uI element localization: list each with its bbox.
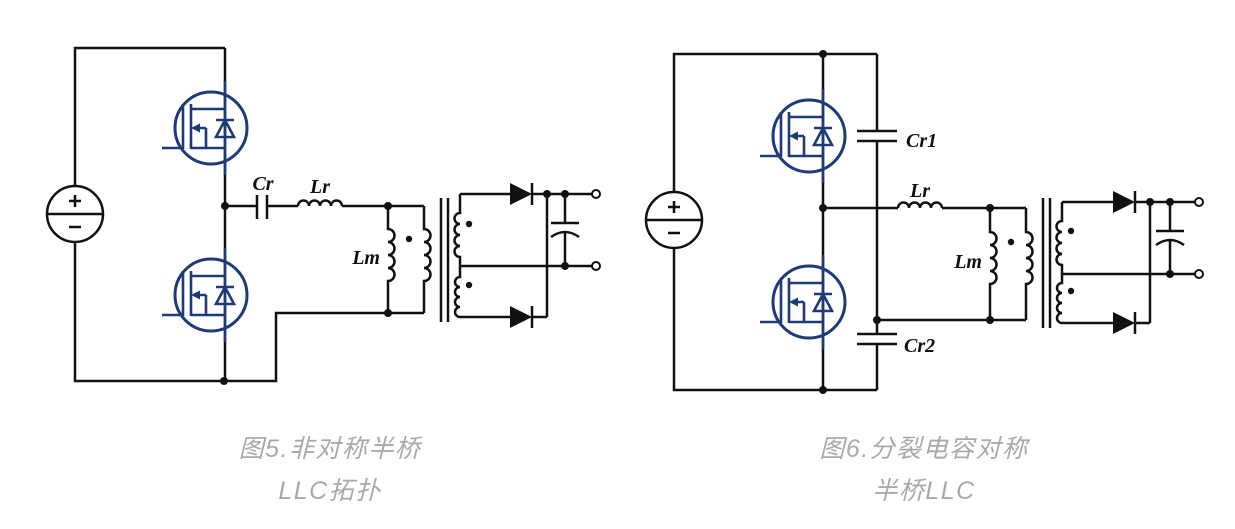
junction-dot: [986, 204, 994, 212]
output-terminal-positive: [591, 189, 601, 199]
label-cr1: Cr1: [906, 130, 937, 152]
figure5-circuit: Cr Lr Lm: [45, 46, 601, 385]
inductor-lm: [988, 208, 998, 320]
polarity-dot: [1007, 238, 1015, 246]
label-lr: Lr: [909, 180, 930, 202]
figure6-caption-line1: 图6.分裂电容对称: [819, 435, 1031, 463]
figure6-caption-line2: 半桥LLC: [872, 477, 975, 505]
polarity-dot: [1067, 227, 1075, 235]
output-terminal-positive: [1194, 197, 1204, 207]
junction-dot: [1166, 270, 1174, 278]
inductor-lr: [896, 201, 944, 209]
wires: [672, 52, 1195, 392]
mosfet-low-side: [758, 253, 847, 351]
capacitor-cr: [255, 195, 269, 219]
junction-dot: [819, 204, 827, 212]
polarity-dot: [1067, 287, 1075, 295]
junction-dot: [384, 309, 392, 317]
transformer-secondary-winding: [453, 194, 462, 319]
mosfet-high-side: [758, 87, 847, 185]
figure5-caption-line2: LLC拓扑: [278, 477, 382, 505]
capacitor-cr2: [857, 332, 897, 346]
junction-dot: [986, 316, 994, 324]
rectifier-diode-bottom: [510, 306, 534, 328]
dc-voltage-source: [45, 184, 105, 244]
output-terminal-negative: [1194, 269, 1204, 279]
label-cr: Cr: [252, 173, 273, 195]
polarity-dot: [465, 281, 473, 289]
junction-dot: [384, 202, 392, 210]
rectifier-diode-top: [510, 183, 534, 205]
junction-dot: [819, 386, 827, 394]
inductor-lm: [386, 206, 396, 313]
junction-dot: [1146, 198, 1154, 206]
label-lr: Lr: [309, 176, 330, 198]
junction-dot: [543, 190, 551, 198]
junction-dot: [220, 377, 228, 385]
polarity-dot: [405, 235, 413, 243]
capacitor-cr1: [857, 129, 897, 143]
transformer-secondary-winding: [1055, 202, 1064, 325]
mosfet-low-side: [160, 246, 249, 344]
wires: [73, 46, 592, 383]
label-lm: Lm: [953, 251, 982, 273]
junction-dot: [1166, 198, 1174, 206]
mosfet-high-side: [160, 79, 249, 177]
rectifier-diode-bottom: [1113, 312, 1137, 334]
inductor-lr: [296, 199, 344, 207]
dc-voltage-source: [644, 190, 704, 250]
transformer-primary-winding: [1024, 208, 1034, 320]
junction-dot: [221, 202, 229, 210]
rectifier-diode-top: [1113, 191, 1137, 213]
junction-dot: [561, 190, 569, 198]
output-terminal-negative: [591, 261, 601, 271]
polarity-dot: [465, 220, 473, 228]
figure5-caption-line1: 图5.非对称半桥: [239, 435, 423, 463]
label-lm: Lm: [351, 247, 380, 269]
junction-dot: [561, 262, 569, 270]
figure6-circuit: Cr1 Lr Lm Cr2: [644, 50, 1204, 394]
transformer-primary-winding: [422, 206, 432, 313]
label-cr2: Cr2: [904, 335, 935, 357]
junction-dot: [819, 50, 827, 58]
junction-dot: [873, 316, 881, 324]
